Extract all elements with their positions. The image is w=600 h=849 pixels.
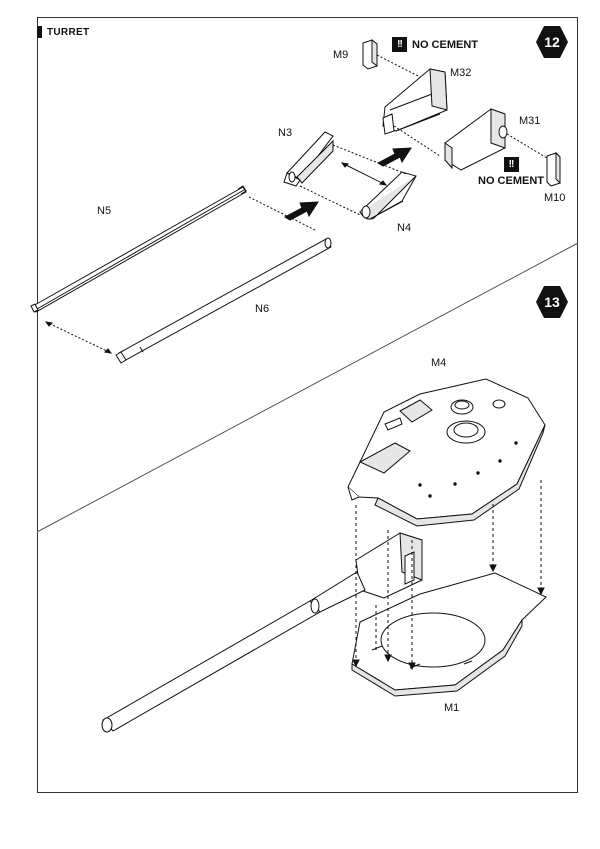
exclamation-icon: !! <box>503 157 519 172</box>
label-m10: M10 <box>544 192 566 204</box>
label-m1: M1 <box>444 702 460 714</box>
label-m9: M9 <box>333 49 349 61</box>
exclamation-icon: !! <box>392 37 407 52</box>
step-number: 12 <box>544 34 560 50</box>
part-n4 <box>359 171 417 220</box>
no-cement-warning-top: !! NO CEMENT <box>392 37 478 52</box>
part-n3 <box>283 131 334 187</box>
part-m31 <box>444 108 508 171</box>
warning-text: NO CEMENT <box>478 175 544 187</box>
assembly-arrow-icon <box>283 201 319 221</box>
step-divider-line <box>36 242 579 533</box>
part-m32 <box>382 68 448 135</box>
label-n4: N4 <box>397 222 412 234</box>
warning-text: NO CEMENT <box>412 38 478 51</box>
no-cement-warning-right: !! NO CEMENT <box>478 157 544 187</box>
step-badge-12: 12 <box>535 25 569 59</box>
section-header: TURRET <box>37 26 89 38</box>
section-marker-icon <box>37 26 42 38</box>
section-label: TURRET <box>47 26 90 38</box>
part-gun-barrel <box>101 571 366 733</box>
part-m10 <box>546 151 561 187</box>
assembly-guide-lines <box>355 480 542 663</box>
hexagon-icon <box>536 286 568 318</box>
part-m1 <box>351 572 547 697</box>
label-m31: M31 <box>519 115 541 127</box>
part-m4 <box>347 378 546 527</box>
part-n6-rod <box>115 237 332 364</box>
label-n6: N6 <box>255 303 270 315</box>
part-m9 <box>362 38 378 70</box>
label-m4: M4 <box>431 357 447 369</box>
step-number: 13 <box>544 294 560 310</box>
part-n5-rod <box>30 185 247 313</box>
hexagon-icon <box>536 26 568 58</box>
step-badge-13: 13 <box>535 285 569 319</box>
page-frame <box>37 17 578 793</box>
measure-line <box>45 196 316 354</box>
label-m32: M32 <box>450 67 472 79</box>
label-n5: N5 <box>97 205 112 217</box>
assembly-arrow-icon <box>376 147 412 167</box>
label-n3: N3 <box>278 127 293 139</box>
